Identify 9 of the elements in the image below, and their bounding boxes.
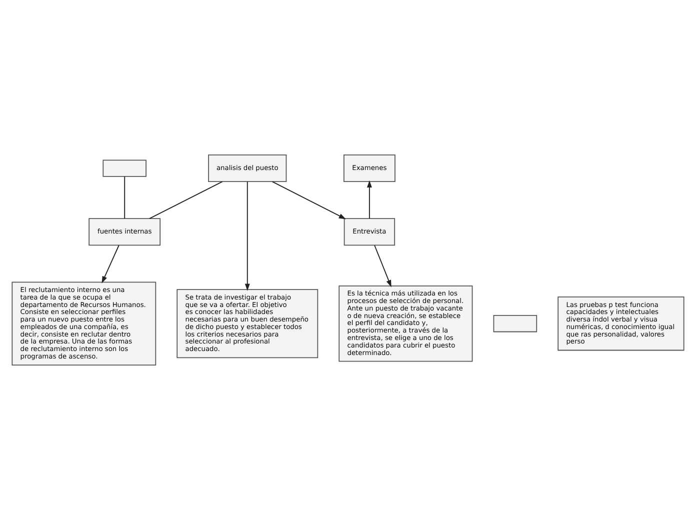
- arrow: [374, 244, 392, 288]
- connector: [149, 181, 223, 220]
- arrow: [102, 244, 120, 284]
- arrow: [244, 181, 250, 291]
- arrow: [272, 181, 346, 220]
- node-box: [493, 315, 538, 332]
- arrow: [366, 180, 372, 219]
- node-box: [102, 160, 146, 177]
- connector: [124, 176, 126, 219]
